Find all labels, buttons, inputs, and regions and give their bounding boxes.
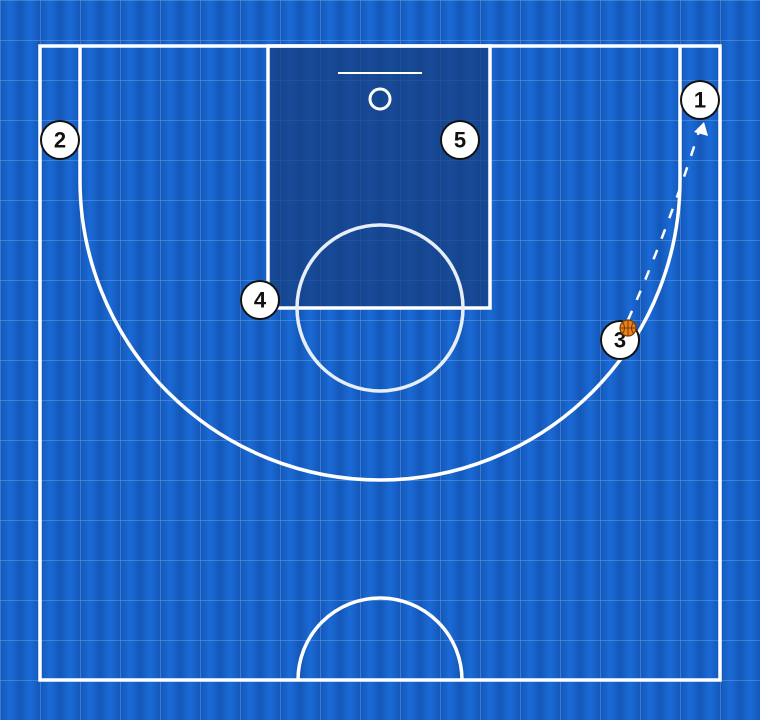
hoop-rim	[368, 87, 392, 111]
pass-arrow	[626, 122, 708, 321]
pass-arrowhead	[694, 122, 708, 136]
center-circle	[296, 596, 464, 681]
player-5[interactable]: 5	[440, 120, 480, 160]
key-outline	[266, 44, 492, 310]
player-1[interactable]: 1	[680, 80, 720, 120]
paint-area	[268, 46, 490, 308]
pass-path	[626, 127, 702, 321]
player-5-label: 5	[454, 128, 466, 153]
player-2[interactable]: 2	[40, 120, 80, 160]
player-1-label: 1	[694, 88, 706, 113]
player-4-label: 4	[254, 288, 267, 313]
court-lines	[38, 44, 722, 682]
player-4[interactable]: 4	[240, 280, 280, 320]
player-2-label: 2	[54, 128, 66, 153]
three-point-line	[78, 46, 682, 482]
free-throw-circle	[295, 223, 465, 393]
basketball-icon	[619, 319, 637, 337]
